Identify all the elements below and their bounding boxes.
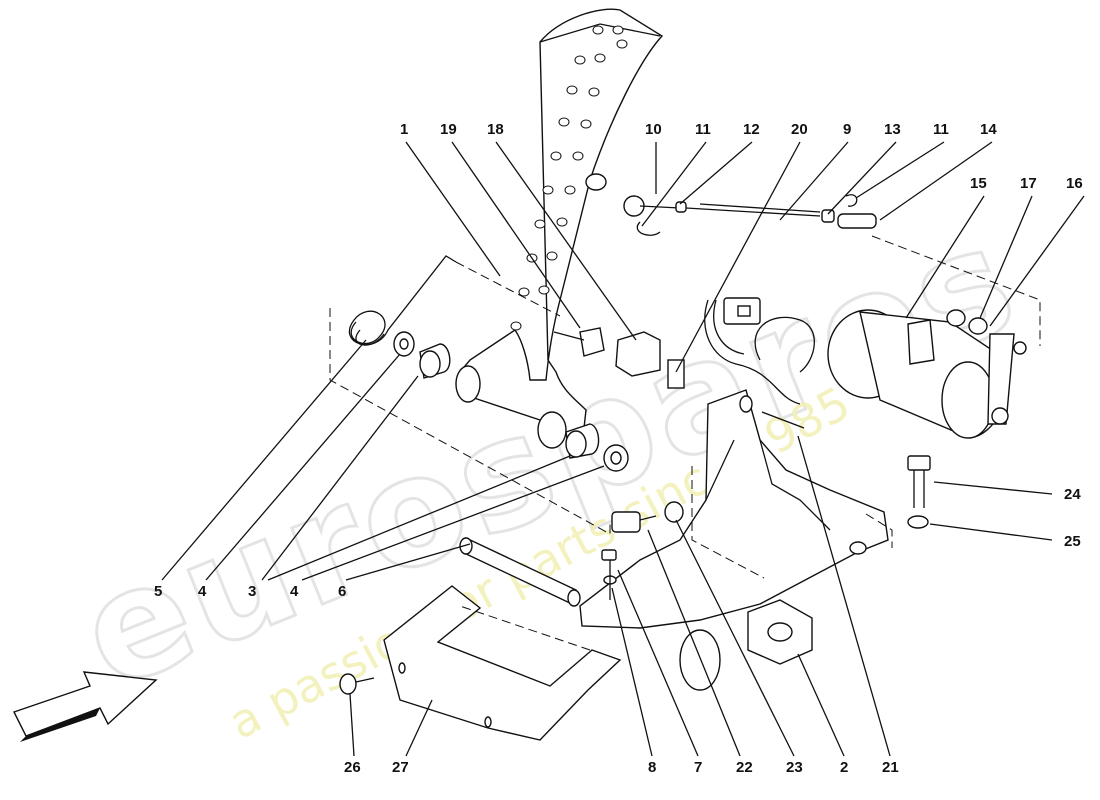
callout-27: 27: [392, 759, 409, 776]
callout-23: 23: [786, 759, 803, 776]
callout-9: 9: [843, 121, 851, 138]
callout-7: 7: [694, 759, 702, 776]
base-bracket: [579, 389, 889, 691]
callout-26: 26: [344, 759, 361, 776]
callout-4: 4: [198, 583, 207, 600]
callout-4b: 4: [290, 583, 299, 600]
callout-5: 5: [154, 583, 162, 600]
callout-15: 15: [970, 175, 987, 192]
callouts: 1 19 18 10 11 12 20 9 13 11 14 15 17 16 …: [154, 121, 1083, 776]
actuator-motor: [754, 309, 1027, 439]
callout-11b: 11: [933, 121, 949, 138]
floor-plate: [383, 585, 622, 741]
pedal-lever: [455, 8, 664, 449]
callout-16: 16: [1066, 175, 1083, 192]
cable-rod: [623, 194, 877, 236]
callout-17: 17: [1020, 175, 1037, 192]
pivot-pin: [459, 537, 581, 607]
callout-24: 24: [1064, 486, 1081, 503]
sensor-connector: [553, 297, 801, 405]
fasteners: [339, 455, 931, 695]
callout-1: 1: [400, 121, 408, 138]
callout-6: 6: [338, 583, 346, 600]
callout-18: 18: [487, 121, 504, 138]
callout-12: 12: [743, 121, 760, 138]
arrow-right-icon: [13, 671, 158, 742]
callout-19: 19: [440, 121, 457, 138]
spring-assembly: [348, 255, 629, 472]
callout-2: 2: [840, 759, 848, 776]
callout-14: 14: [980, 121, 997, 138]
callout-10: 10: [645, 121, 662, 138]
callout-25: 25: [1064, 533, 1081, 550]
callout-13: 13: [884, 121, 901, 138]
callout-8: 8: [648, 759, 656, 776]
leader-lines: [161, 141, 1085, 757]
callout-20: 20: [791, 121, 808, 138]
callout-11: 11: [695, 121, 711, 138]
callout-3: 3: [248, 583, 256, 600]
callout-21: 21: [882, 759, 899, 776]
pedal-dimples: [510, 25, 628, 331]
callout-22: 22: [736, 759, 753, 776]
assembly-dashes: [329, 235, 1041, 651]
